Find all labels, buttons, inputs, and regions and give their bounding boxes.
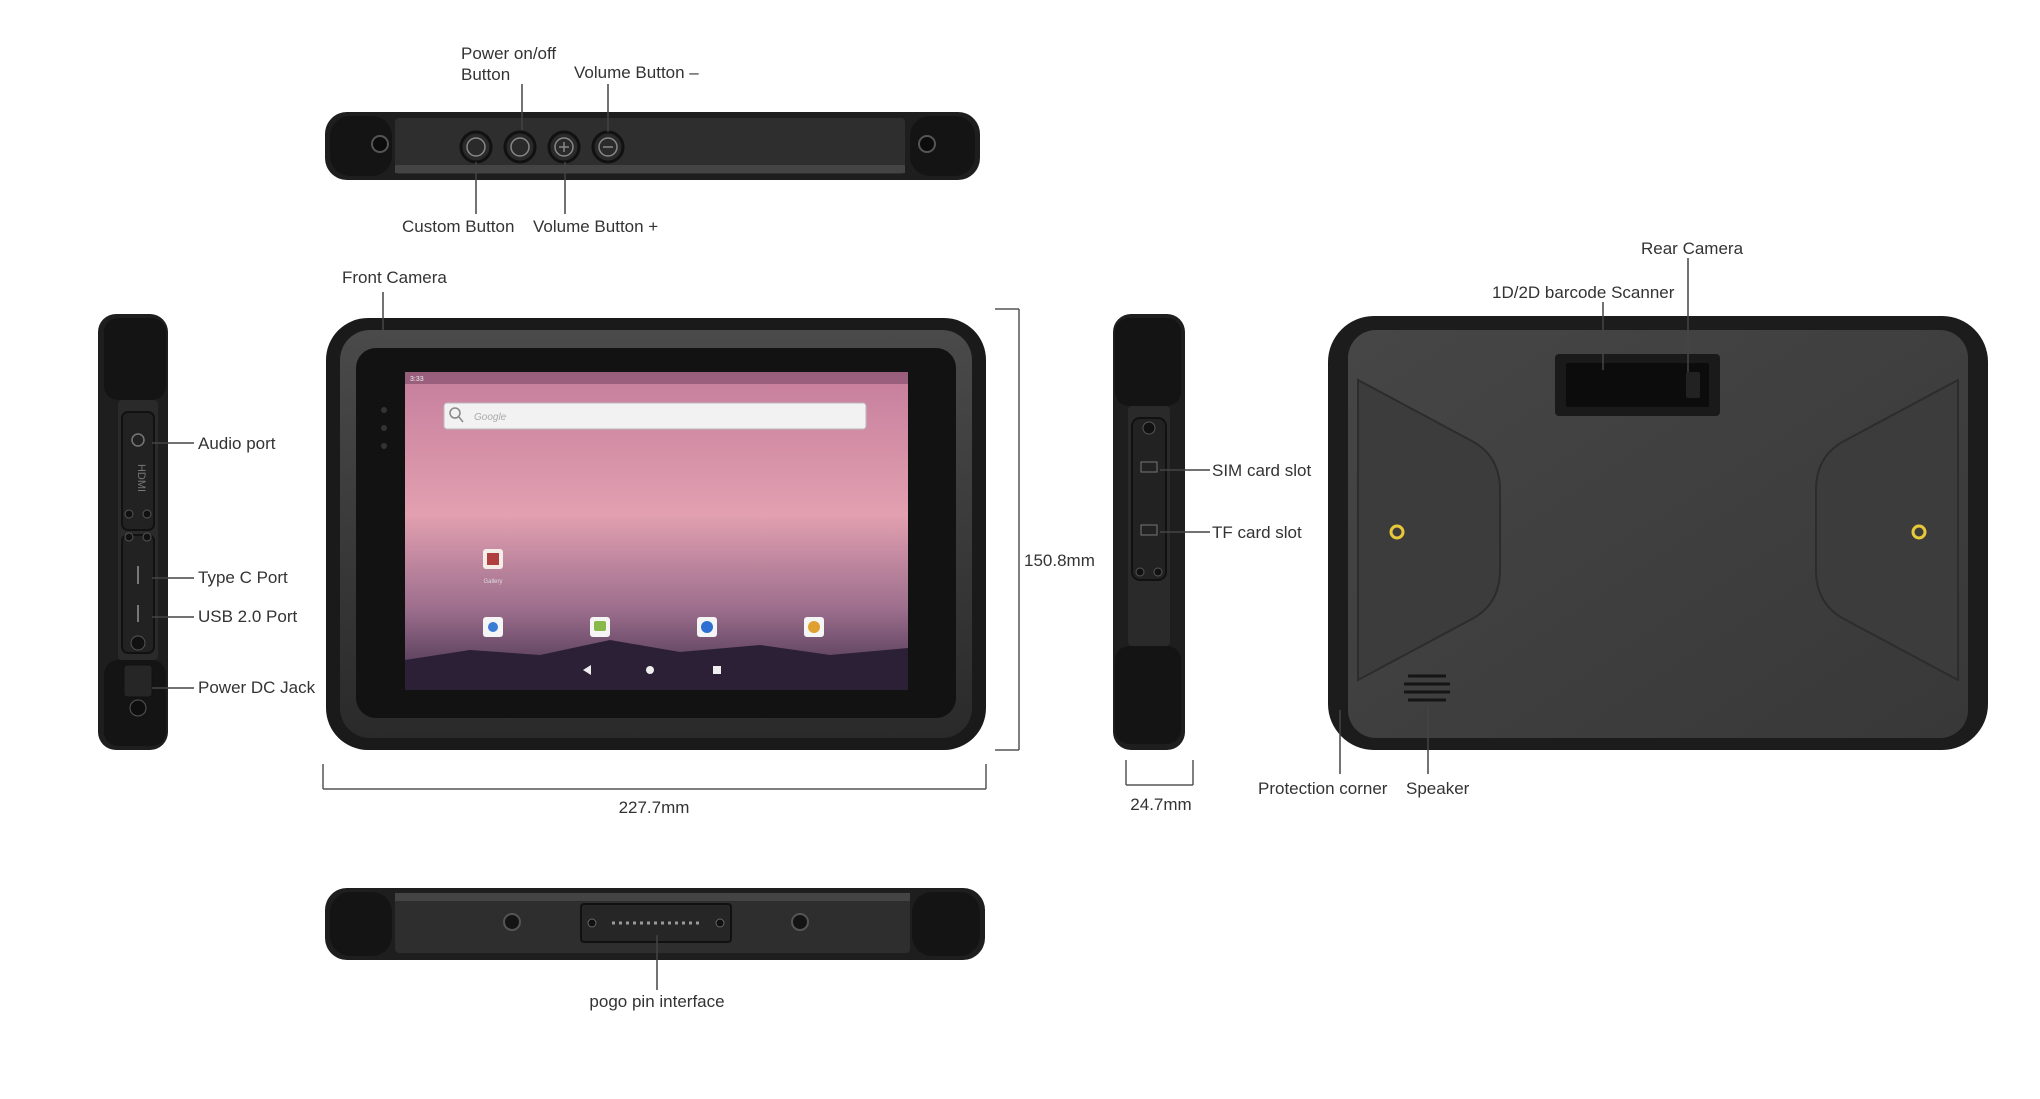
left-screw-ring [1389, 524, 1405, 540]
back-icon [583, 665, 591, 675]
tablet-front-view: 3:33 Google Gallery [326, 318, 986, 750]
phone-app-icon [483, 617, 503, 637]
gallery-app-icon: Gallery [483, 549, 503, 585]
tf-slot-label: TF card slot [1212, 523, 1302, 542]
speaker-grille [1404, 674, 1450, 702]
google-search-bar: Google [443, 402, 867, 430]
front-view-callouts: Front Camera [342, 268, 447, 330]
protection-corner-label: Protection corner [1258, 779, 1388, 798]
home-icon [646, 666, 654, 674]
volume-down-button [591, 130, 625, 164]
pogo-pin-label: pogo pin interface [589, 992, 724, 1011]
tablet-right-side-view [1113, 314, 1185, 750]
gallery-label: Gallery [483, 579, 502, 585]
bottom-view-callouts: pogo pin interface [589, 935, 725, 1011]
audio-port-label: Audio port [198, 434, 276, 453]
messages-app-icon [590, 617, 610, 637]
thickness-dimension: 24.7mm [1125, 760, 1194, 814]
right-screw-ring [1911, 524, 1927, 540]
volume-plus-label: Volume Button + [533, 217, 658, 236]
barcode-scanner-window [1555, 354, 1720, 416]
thickness-dimension-label: 24.7mm [1130, 795, 1191, 814]
power-button [503, 130, 537, 164]
power-dc-jack-label: Power DC Jack [198, 678, 316, 697]
rear-view-callouts: Rear Camera 1D/2D barcode Scanner Protec… [1258, 239, 1744, 798]
search-icon [449, 407, 461, 419]
sim-slot-label: SIM card slot [1212, 461, 1311, 480]
tablet-screen: 3:33 Google Gallery [405, 372, 908, 690]
tablet-left-side-view: HDMI [98, 314, 168, 750]
power-button-label-line1: Power on/off [461, 44, 556, 63]
barcode-scanner-label: 1D/2D barcode Scanner [1492, 283, 1675, 302]
navigation-bar [583, 665, 721, 675]
custom-button [459, 130, 493, 164]
rear-camera-label: Rear Camera [1641, 239, 1744, 258]
custom-button-label: Custom Button [402, 217, 514, 236]
height-dimension: 150.8mm [995, 308, 1095, 751]
tablet-top-view [325, 112, 980, 180]
browser-app-icon [697, 617, 717, 637]
speaker-label: Speaker [1406, 779, 1470, 798]
top-view-callouts: Power on/off Button Volume Button – Cust… [402, 44, 699, 236]
height-dimension-label: 150.8mm [1024, 551, 1095, 570]
width-dimension: 227.7mm [322, 764, 987, 817]
volume-up-button [547, 130, 581, 164]
width-dimension-label: 227.7mm [619, 798, 690, 817]
camera-app-icon [804, 617, 824, 637]
tablet-rear-view [1328, 316, 1988, 750]
recents-icon [713, 666, 721, 674]
pogo-pin-connector [580, 903, 732, 943]
hdmi-text: HDMI [135, 464, 147, 492]
power-button-label-line2: Button [461, 65, 510, 84]
type-c-port-label: Type C Port [198, 568, 288, 587]
usb-port-label: USB 2.0 Port [198, 607, 297, 626]
search-placeholder: Google [474, 412, 507, 423]
tablet-bottom-view [325, 888, 985, 960]
right-side-callouts: SIM card slot TF card slot [1160, 461, 1311, 542]
status-time: 3:33 [410, 376, 424, 383]
volume-minus-label: Volume Button – [574, 63, 699, 82]
front-camera-label: Front Camera [342, 268, 447, 287]
left-side-callouts: Audio port Type C Port USB 2.0 Port Powe… [152, 434, 316, 697]
